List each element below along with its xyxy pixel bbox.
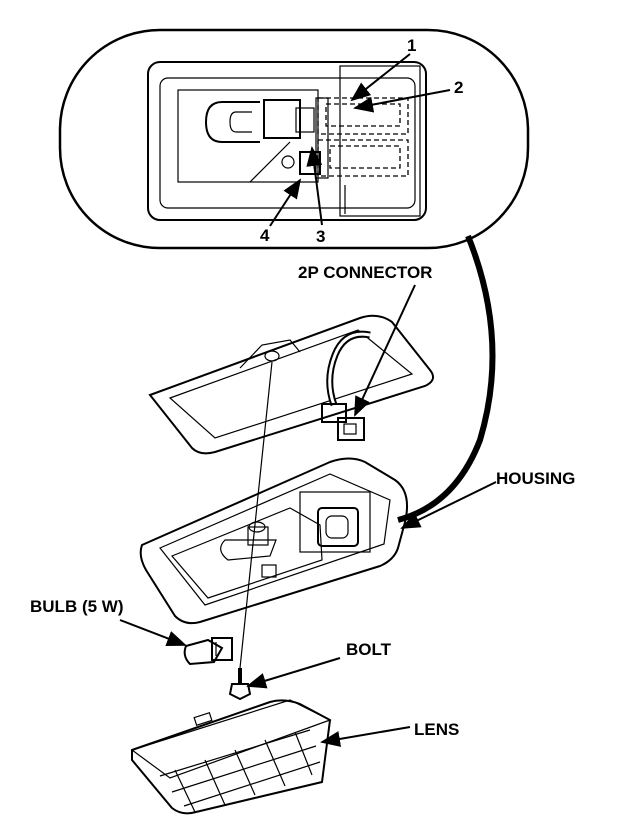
bolt-axis-line [239, 361, 273, 669]
bulb-5w [183, 637, 233, 666]
callout-4: 4 [260, 226, 270, 245]
wire-harness [321, 330, 371, 441]
two-pin-connector [321, 403, 347, 423]
label-leaders [119, 284, 497, 747]
inset-leaders [269, 53, 451, 227]
label-2p-connector: 2P CONNECTOR [298, 263, 432, 282]
label-bolt: BOLT [346, 640, 392, 659]
inset-link-curve [397, 234, 496, 523]
detail-inset [58, 28, 530, 250]
callout-2: 2 [454, 78, 463, 97]
label-bulb: BULB (5 W) [30, 597, 123, 616]
base-plate [148, 314, 435, 455]
label-lens: LENS [414, 720, 459, 739]
housing-assembly [139, 457, 408, 625]
bolt-part [228, 668, 252, 701]
lens-part [130, 699, 332, 815]
callout-1: 1 [407, 36, 416, 55]
label-housing: HOUSING [496, 469, 575, 488]
callout-3: 3 [316, 227, 325, 246]
